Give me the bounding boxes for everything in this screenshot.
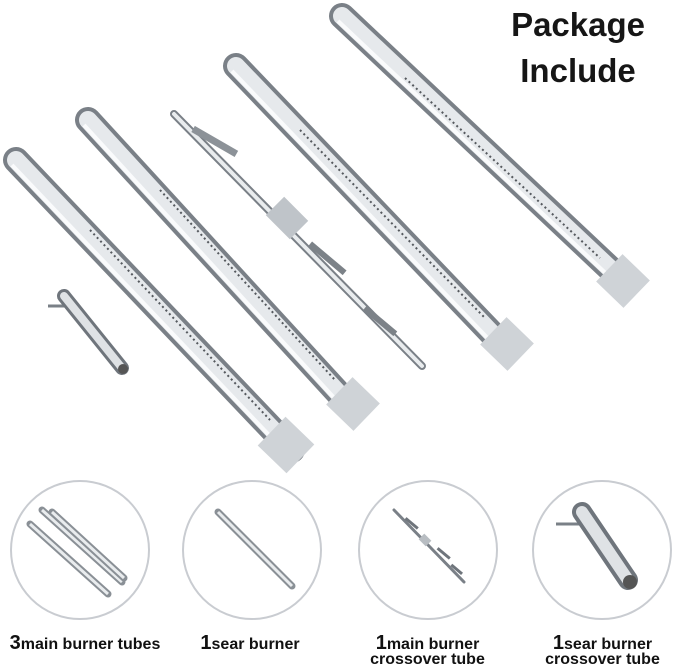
caption-line-1: main burner [386, 636, 480, 653]
sear-crossover-icon [48, 289, 129, 375]
caption-line-2: crossover tube [370, 651, 485, 668]
burner-tube-icon [75, 107, 380, 431]
circle-sear-crossover-tube [532, 480, 672, 620]
heading-line-2: Include [520, 52, 636, 89]
circle-main-crossover-tube [358, 480, 498, 620]
caption-sear-crossover-tube: 1sear burner crossover tube [530, 633, 675, 668]
sear-crossover-icon [556, 502, 638, 590]
caption-line-2: crossover tube [545, 651, 660, 668]
caption-qty: 1 [200, 632, 212, 654]
burner-tube-icon [329, 3, 650, 308]
caption-line-1: main burner tubes [20, 636, 161, 653]
circle-sear-burner [182, 480, 322, 620]
caption-qty: 1 [552, 632, 565, 654]
crossover-tube-icon [392, 508, 466, 584]
caption-sear-burner: 1sear burner [180, 633, 320, 653]
caption-qty: 3 [9, 632, 21, 654]
crossover-tube-icon [170, 110, 426, 370]
package-heading: Package Include [511, 2, 645, 94]
burner-tube-icon [3, 147, 315, 474]
caption-qty: 1 [375, 632, 387, 654]
burner-tube-icon [26, 506, 128, 598]
circle-main-burner-tubes [10, 480, 150, 620]
caption-line-1: sear burner [564, 636, 653, 653]
caption-main-burner-tubes: 3main burner tubes [0, 633, 170, 653]
burner-tube-icon [214, 508, 296, 590]
heading-line-1: Package [511, 6, 645, 43]
burner-tube-icon [223, 53, 534, 371]
caption-line-1: sear burner [211, 636, 300, 653]
caption-main-crossover-tube: 1main burner crossover tube [355, 633, 500, 668]
product-hero-image [3, 3, 650, 474]
